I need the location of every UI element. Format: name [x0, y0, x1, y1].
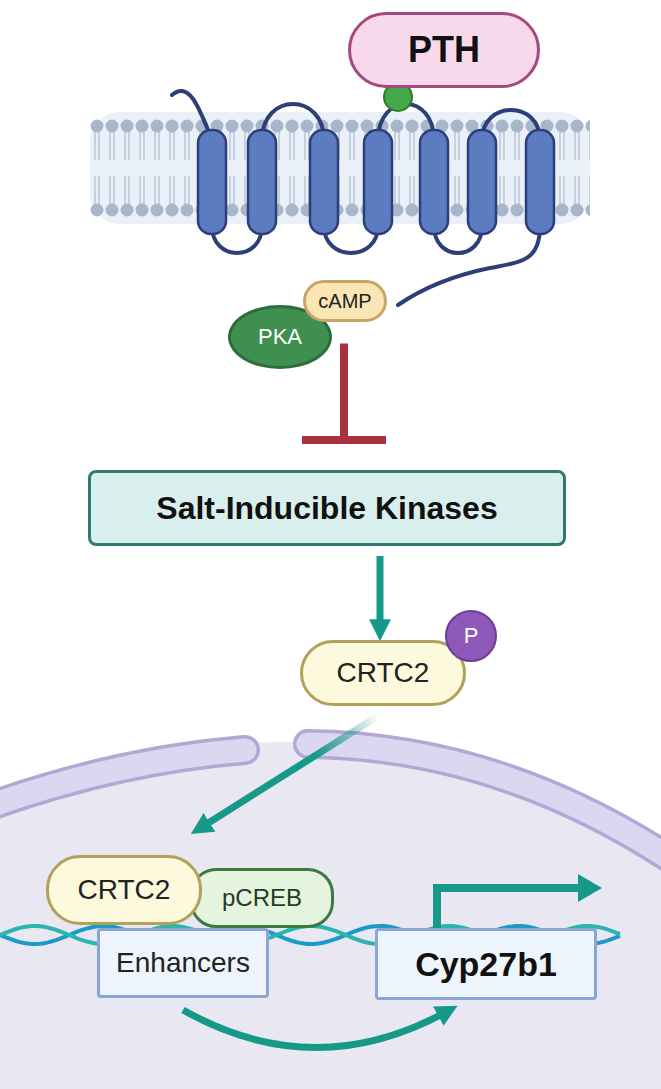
- coactivator-pill: CRTC2P: [300, 640, 466, 706]
- node-label: P: [464, 623, 479, 649]
- nuclear-envelope: [0, 744, 661, 862]
- factor-pill: pCREB: [190, 868, 334, 928]
- gene-box: Cyp27b1: [375, 928, 597, 1000]
- node-label: CRTC2: [78, 874, 171, 906]
- lipid-bilayer: [90, 112, 590, 224]
- node-label: CRTC2: [337, 657, 430, 689]
- node-label: PKA: [258, 324, 302, 350]
- node-label: Cyp27b1: [415, 945, 557, 984]
- receptor-chain: [172, 91, 540, 305]
- phosphate-circle: P: [445, 610, 497, 662]
- node-label: PTH: [408, 29, 480, 71]
- node-label: Salt-Inducible Kinases: [156, 490, 497, 527]
- membrane-glow: [90, 112, 590, 224]
- kinase-box: Salt-Inducible Kinases: [88, 470, 566, 546]
- node-label: cAMP: [318, 290, 371, 313]
- transcription-arrow: [437, 888, 582, 928]
- enhancer-box: Enhancers: [97, 928, 269, 998]
- receptor-helices: [198, 130, 554, 234]
- arrow-connector: [202, 716, 378, 827]
- arrow-connector: [377, 556, 384, 628]
- messenger-pill: cAMP: [303, 280, 387, 322]
- transcription-arrowhead: [578, 874, 602, 902]
- node-label: pCREB: [222, 884, 302, 912]
- arrow-connector: [183, 1010, 446, 1048]
- coactivator-pill: CRTC2: [46, 855, 202, 925]
- ligand-pill: PTH: [348, 12, 540, 88]
- node-label: Enhancers: [116, 947, 250, 979]
